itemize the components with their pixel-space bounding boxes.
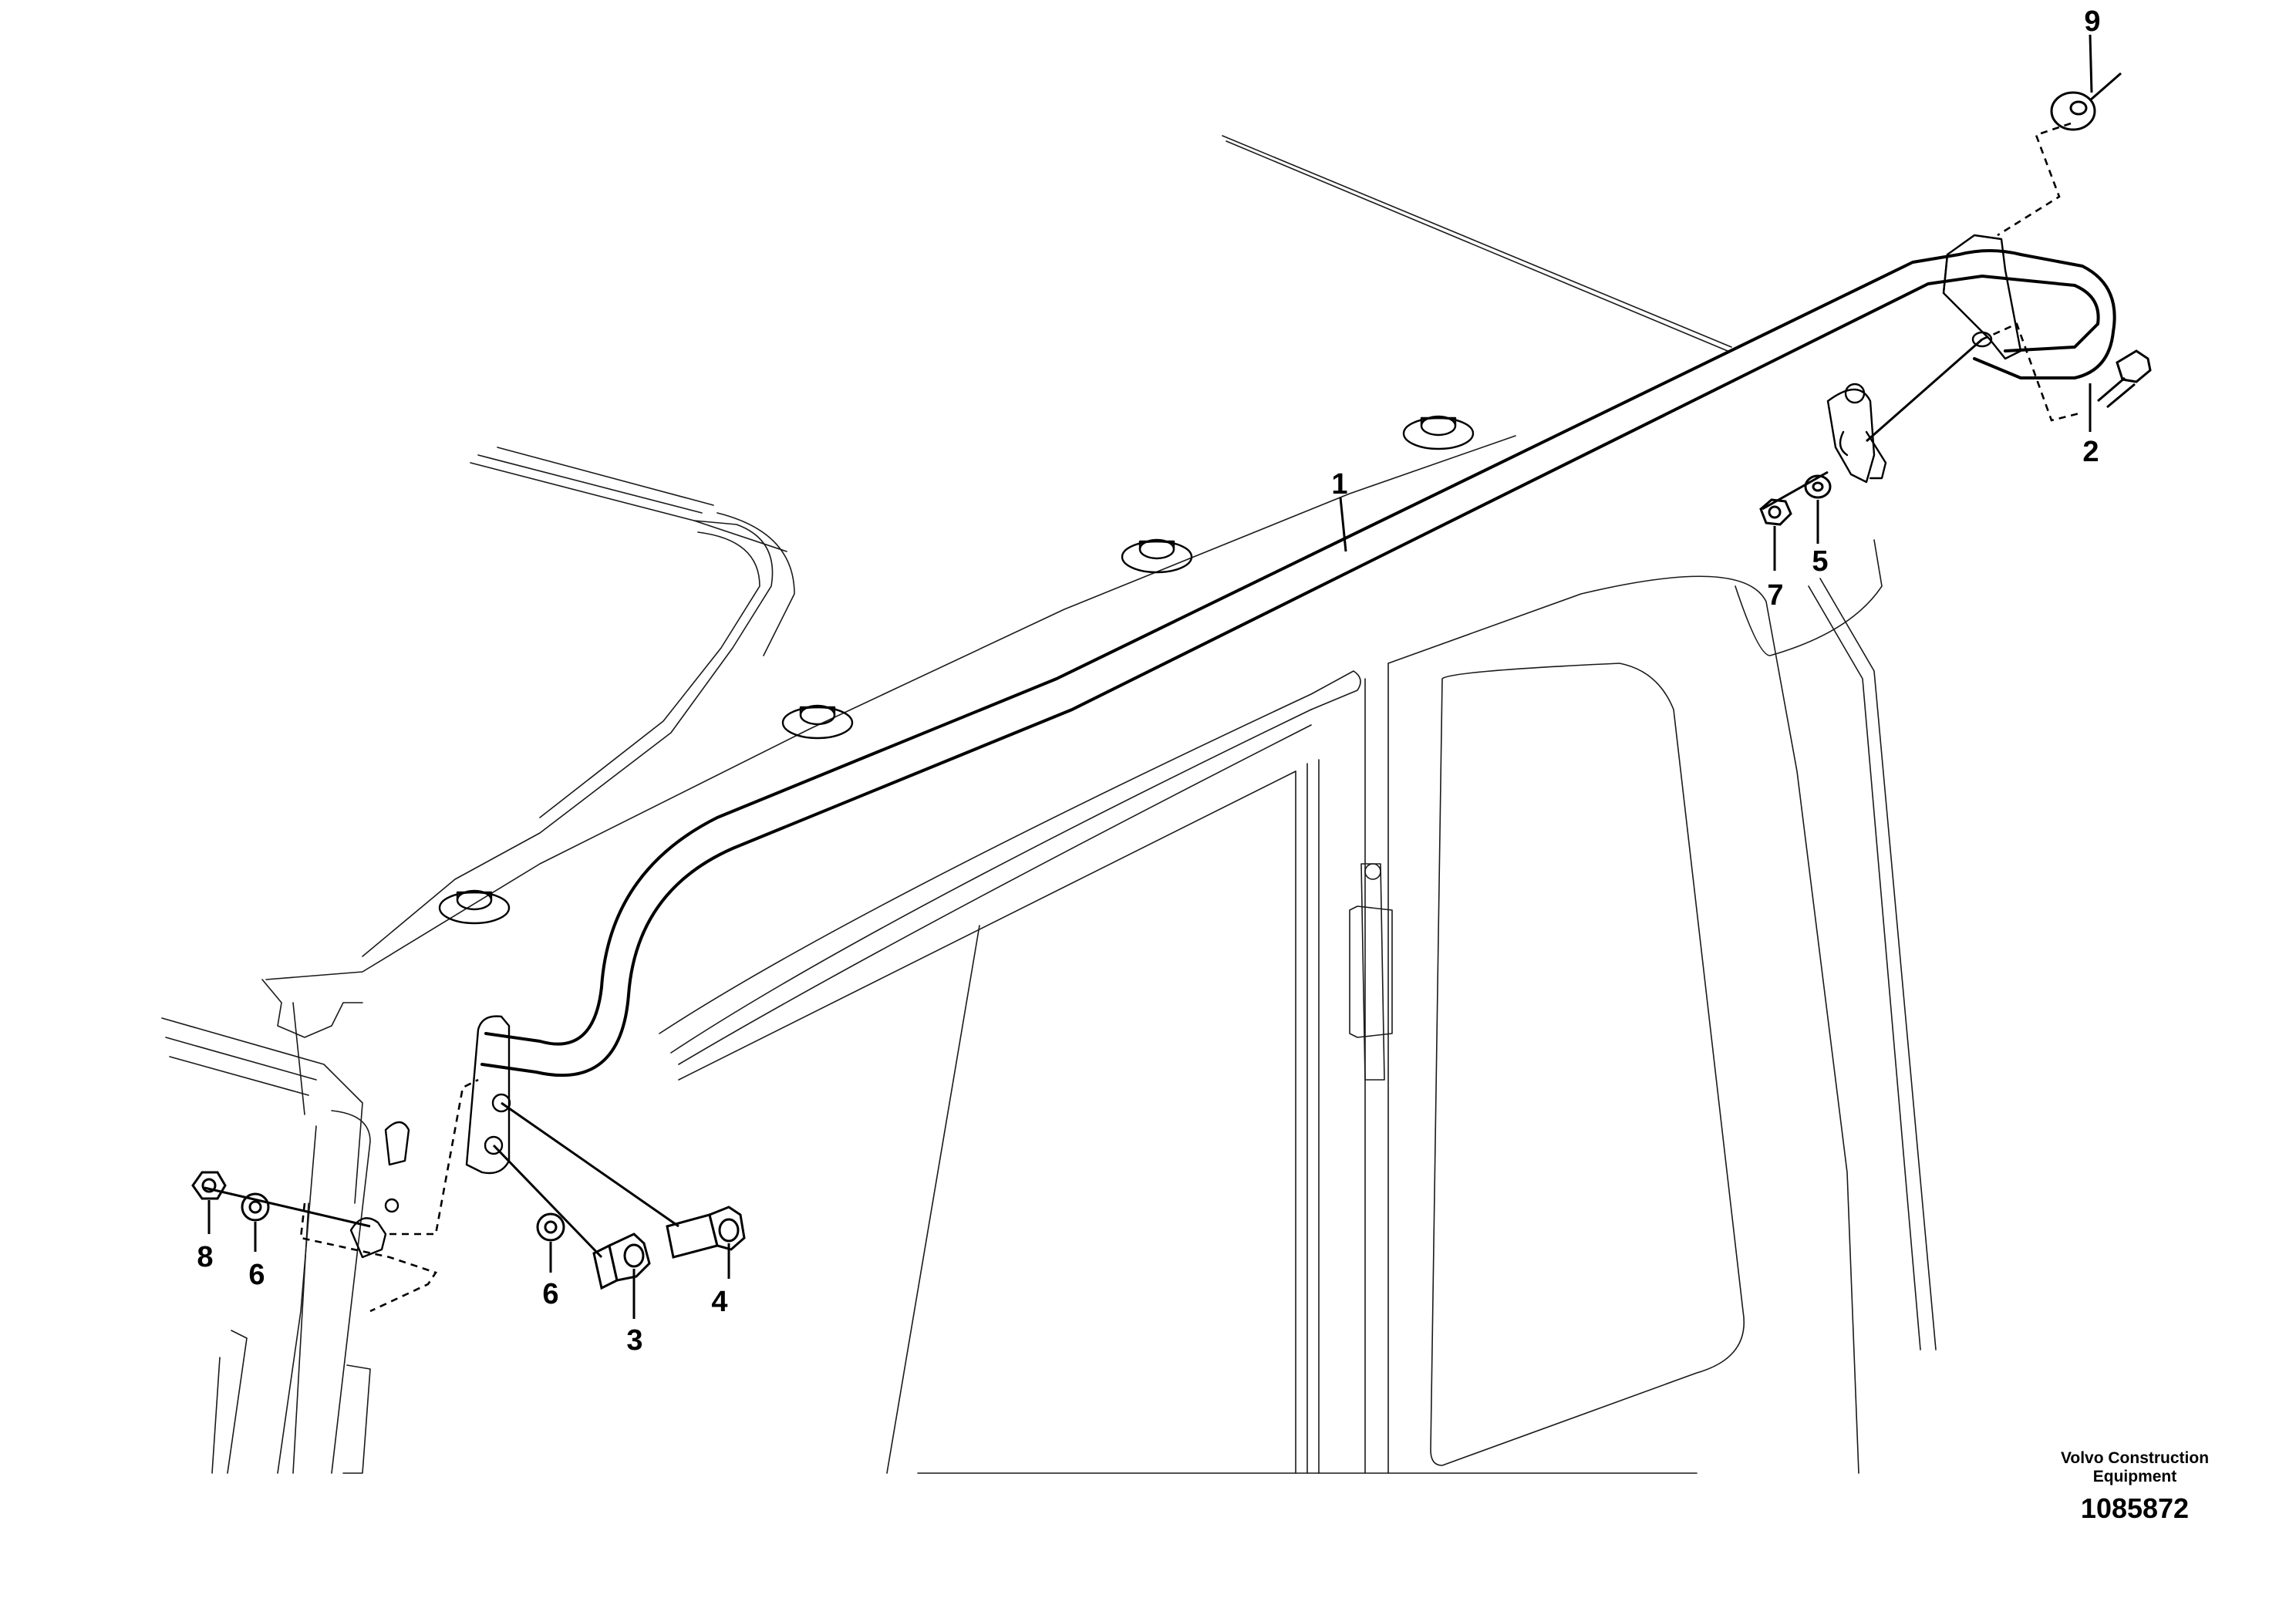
cab-outline [161,135,1937,1474]
washer-item-6-center [536,1212,565,1242]
nut-item-7 [1759,498,1792,526]
bolt-item-4 [666,1206,746,1259]
callout-1: 1 [1331,468,1347,501]
caption: Volvo Construction Equipment 1085872 [2061,1449,2209,1524]
callout-leaders [207,34,2093,1319]
callout-7: 7 [1767,579,1783,612]
roof-bolt [1121,538,1193,574]
assembly-lines [204,122,2083,1313]
callout-5: 5 [1812,545,1828,578]
bolt-item-2 [2097,349,2152,409]
roof-bolt [1402,415,1475,450]
washer-item-9 [2050,72,2122,131]
callout-6-center: 6 [542,1278,558,1310]
handrail [480,249,2116,1077]
right-mounting-bracket [1826,234,2022,484]
callout-8: 8 [197,1241,213,1273]
roof-bolt [781,704,854,740]
callout-4: 4 [711,1286,727,1318]
washer-item-6-left [241,1192,270,1222]
roof-bolt [438,889,511,925]
caption-company-line2: Equipment [2093,1468,2177,1485]
callout-6-left: 6 [248,1259,265,1291]
nut-item-8 [191,1171,227,1200]
caption-company-line1: Volvo Construction [2061,1449,2209,1467]
washer-item-5 [1804,474,1832,499]
callout-3: 3 [626,1324,642,1357]
callout-2: 2 [2082,436,2099,468]
roof-bolts [438,415,1475,925]
left-mounting-bracket [349,1015,511,1259]
callout-9: 9 [2084,5,2100,38]
figure-number: 1085872 [2081,1492,2189,1524]
bolt-item-3 [592,1233,651,1290]
callout-labels: 1 2 3 4 5 6 6 7 8 9 [197,5,2100,1357]
